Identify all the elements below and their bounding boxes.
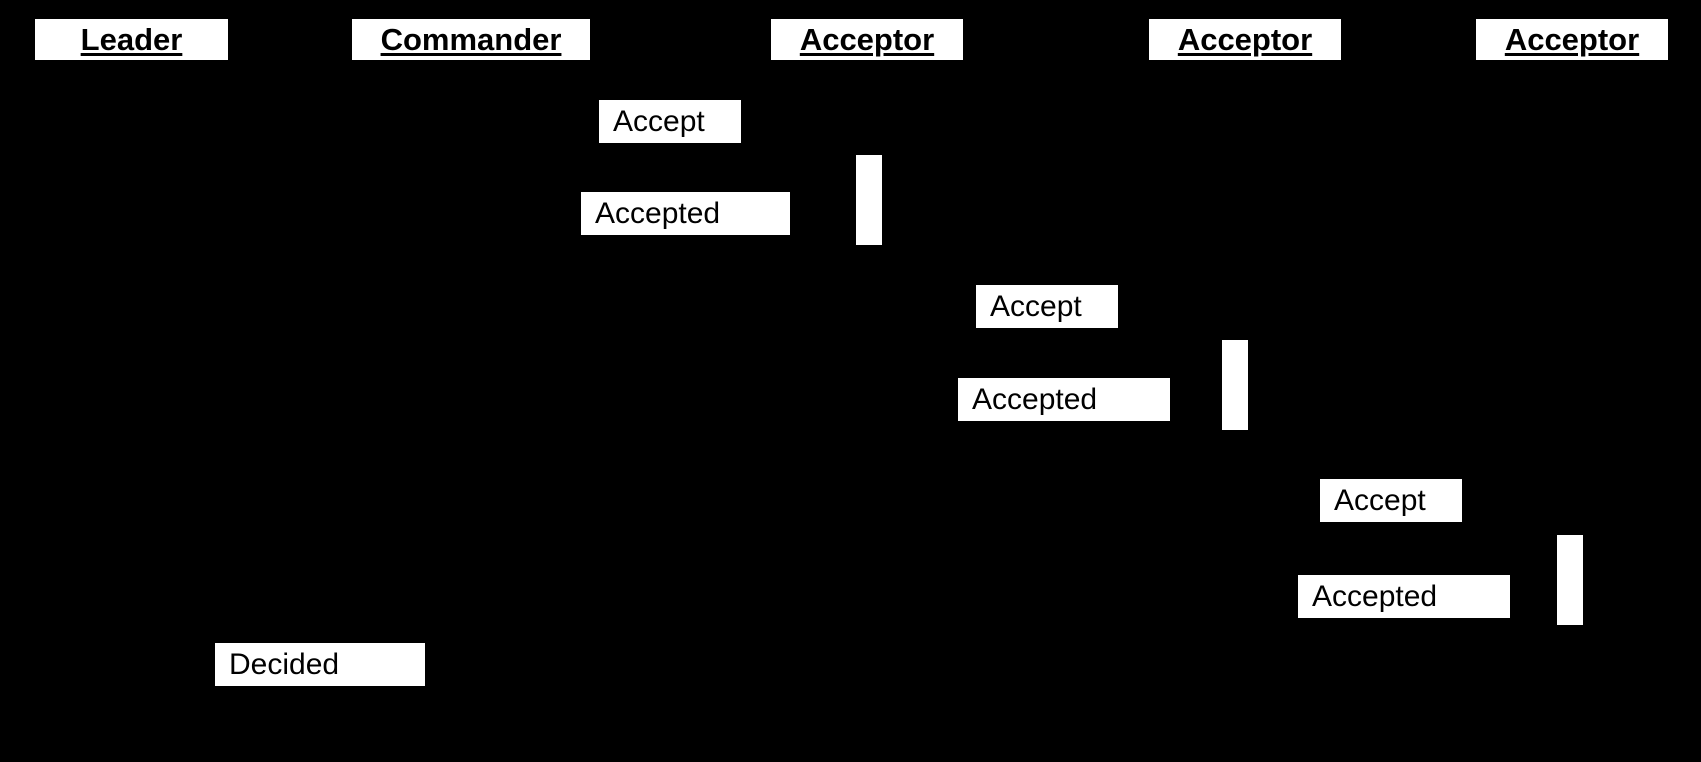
message-text-msg-accepted-1: Accepted: [595, 196, 721, 230]
arrow-msg-accepted-3: [470, 620, 1557, 630]
message-text-msg-decided: Decided: [229, 647, 340, 681]
activation-acceptor3: [1557, 535, 1583, 625]
message-label-box-msg-accept-2[interactable]: Accept: [976, 285, 1118, 328]
participant-header-acceptor2[interactable]: Acceptor: [1149, 19, 1341, 60]
arrow-msg-accepted-2: [470, 425, 1222, 435]
participant-header-commander[interactable]: Commander: [352, 19, 590, 60]
arrow-msg-accepted-1: [470, 240, 856, 250]
arrow-msg-accept-2: [471, 337, 1223, 347]
lifeline-leader: [131, 60, 133, 762]
lifeline-acceptor3: [1572, 60, 1574, 762]
participant-header-acceptor1[interactable]: Acceptor: [771, 19, 963, 60]
message-label-box-msg-decided[interactable]: Decided: [215, 643, 425, 686]
message-label-box-msg-accepted-3[interactable]: Accepted: [1298, 575, 1510, 618]
participant-label-acceptor3: Acceptor: [1504, 22, 1640, 57]
arrow-msg-decided: [130, 682, 471, 692]
participant-label-leader: Leader: [80, 22, 183, 57]
message-label-box-msg-accepted-2[interactable]: Accepted: [958, 378, 1170, 421]
message-label-box-msg-accepted-1[interactable]: Accepted: [581, 192, 790, 235]
lifeline-commander: [471, 60, 473, 762]
message-text-msg-accepted-3: Accepted: [1312, 579, 1438, 613]
message-text-msg-accept-2: Accept: [990, 289, 1082, 323]
participant-label-commander: Commander: [380, 22, 562, 57]
message-text-msg-accepted-2: Accepted: [972, 382, 1098, 416]
arrow-msg-accept-3: [471, 532, 1558, 542]
message-text-msg-accept-1: Accept: [613, 104, 705, 138]
participant-label-acceptor1: Acceptor: [799, 22, 935, 57]
message-label-box-msg-accept-1[interactable]: Accept: [599, 100, 741, 143]
arrow-msg-accept-1: [471, 152, 857, 162]
message-text-msg-accept-3: Accept: [1334, 483, 1426, 517]
participant-header-leader[interactable]: Leader: [35, 19, 228, 60]
lifeline-acceptor1: [867, 60, 869, 762]
participant-header-acceptor3[interactable]: Acceptor: [1476, 19, 1668, 60]
message-label-box-msg-accept-3[interactable]: Accept: [1320, 479, 1462, 522]
activation-acceptor1: [856, 155, 882, 245]
participant-label-acceptor2: Acceptor: [1177, 22, 1313, 57]
activation-acceptor2: [1222, 340, 1248, 430]
